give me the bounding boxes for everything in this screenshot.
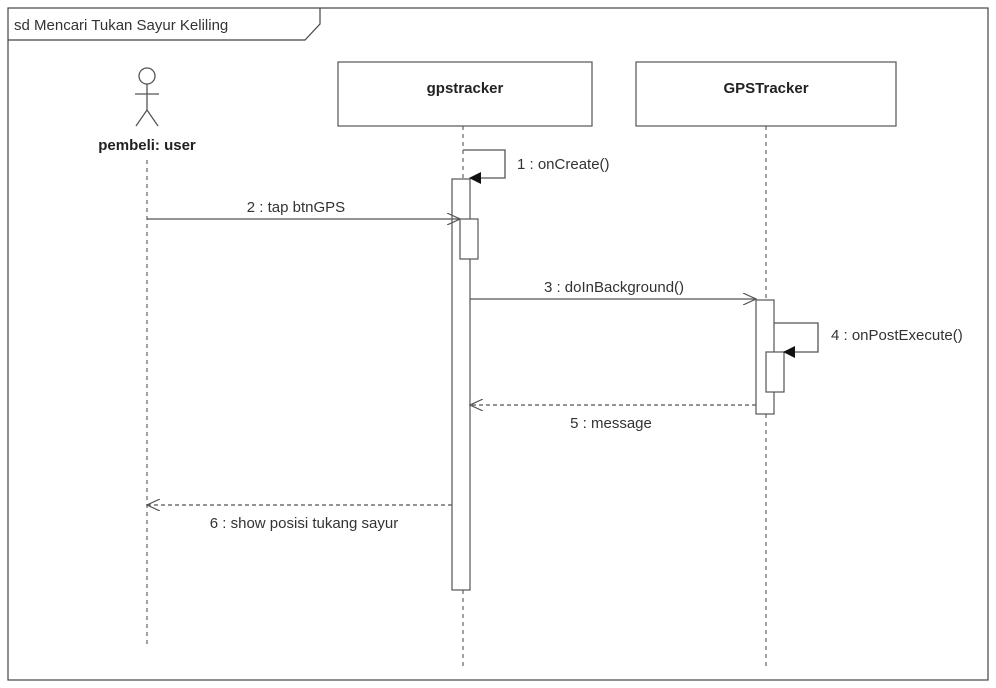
lifeline-label-GPSTracker: GPSTracker <box>723 80 808 97</box>
lifeline-head-GPSTracker[interactable]: GPSTracker <box>635 61 897 127</box>
message-label: 5 : message <box>570 415 652 432</box>
frame-title: sd Mencari Tukan Sayur Keliling <box>14 17 228 34</box>
message-label: 2 : tap btnGPS <box>247 199 345 216</box>
message-label: 1 : onCreate() <box>517 156 610 173</box>
message-label: 3 : doInBackground() <box>544 279 684 296</box>
message-label: 4 : onPostExecute() <box>831 327 963 344</box>
actor-label: pembeli: user <box>98 137 196 154</box>
lifeline-head-gpstracker[interactable]: gpstracker <box>337 61 593 127</box>
actor-stick-figure-icon <box>135 67 159 127</box>
message-1-onCreate[interactable]: 1 : onCreate() <box>463 149 610 184</box>
message-4-onPostExecute[interactable]: 4 : onPostExecute() <box>774 322 963 358</box>
message-label: 6 : show posisi tukang sayur <box>210 515 398 532</box>
activation-bar-gpstracker-nested <box>459 218 479 260</box>
message-2-tap-btnGPS[interactable]: 2 : tap btnGPS <box>147 199 460 219</box>
message-3-doInBackground[interactable]: 3 : doInBackground() <box>470 279 756 299</box>
activation-bar-GPSTracker-nested <box>765 351 785 393</box>
message-6-show-posisi[interactable]: 6 : show posisi tukang sayur <box>147 505 452 532</box>
lifeline-label-gpstracker: gpstracker <box>427 80 504 97</box>
message-5-message[interactable]: 5 : message <box>470 405 756 432</box>
activation-bar-gpstracker <box>451 178 471 591</box>
actor-pembeli[interactable]: pembeli: user <box>98 67 196 154</box>
